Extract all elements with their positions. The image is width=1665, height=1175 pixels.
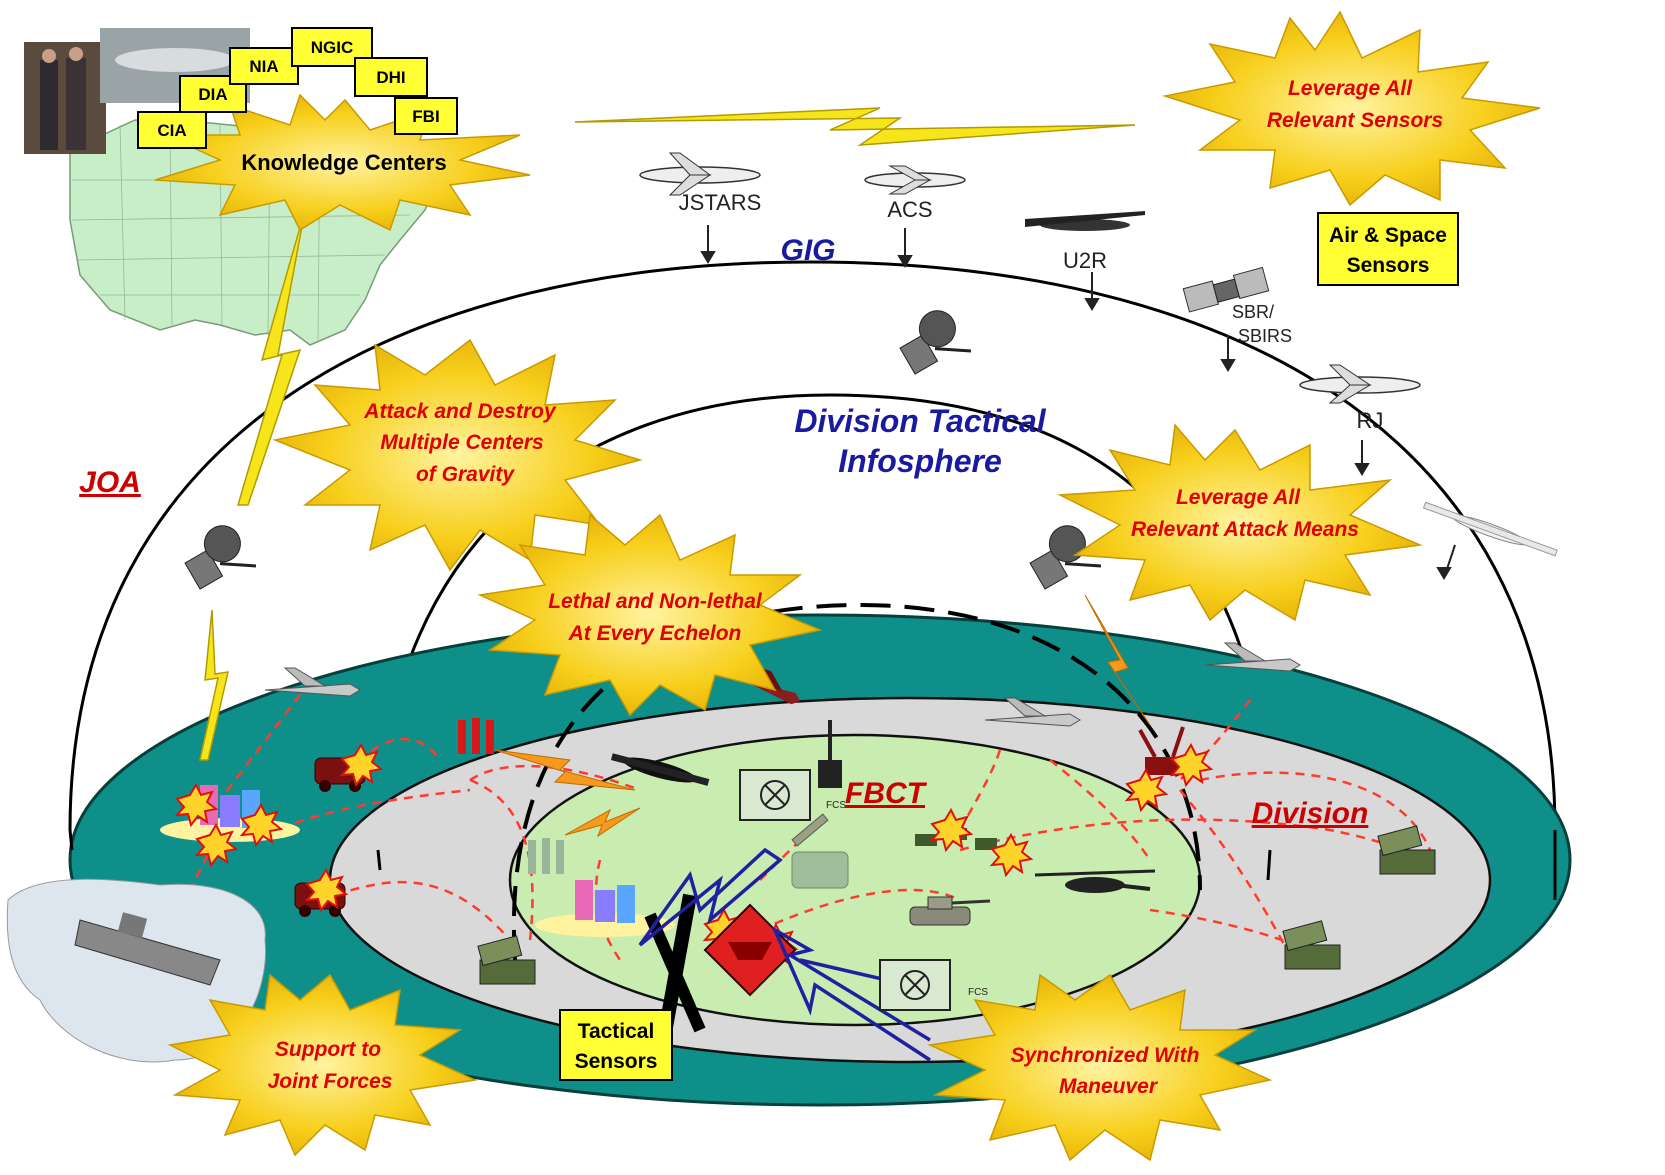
agency-box: CIA — [137, 111, 207, 149]
satellite-icon — [184, 525, 257, 590]
jstars-aircraft-icon — [639, 152, 761, 196]
enemy-troops-icon — [458, 718, 494, 754]
tactical-line1: Tactical — [578, 1020, 655, 1043]
u2r-aircraft-icon — [1025, 211, 1145, 231]
rj-label: RJ — [1357, 408, 1384, 433]
starburst-knowledge-centers: Knowledge Centers — [154, 93, 531, 232]
fcs-label: FCS — [826, 800, 846, 811]
tactical-line2: Sensors — [575, 1050, 658, 1073]
antenna-vehicle-icon — [818, 720, 842, 788]
attack-destroy-line3: of Gravity — [416, 463, 515, 486]
missile-launcher-icon — [477, 935, 536, 985]
support-line2: Joint Forces — [268, 1070, 393, 1093]
fighter-jet-icon — [264, 667, 361, 697]
uav-aircraft-icon — [1422, 501, 1558, 557]
gig-label: GIG — [780, 234, 835, 267]
leverage-sensors-line1: Leverage All — [1288, 77, 1413, 100]
starburst-synchronized: Synchronized With Maneuver — [927, 973, 1273, 1162]
acs-aircraft-icon — [864, 165, 966, 195]
tank-icon — [909, 896, 991, 926]
jstars-label: JSTARS — [679, 190, 762, 215]
leverage-sensors-line2: Relevant Sensors — [1267, 109, 1443, 132]
agency-boxes: CIA DIA NIA NGIC DHI FBI — [137, 27, 458, 149]
lightning-left-upper — [236, 209, 306, 506]
dashed-dome — [511, 602, 1202, 961]
starburst-attack-destroy: Attack and Destroy Multiple Centers of G… — [272, 338, 643, 572]
gig-dome — [68, 260, 1557, 831]
sbr-label-line1: SBR/ — [1232, 302, 1274, 322]
tactical-sensors-box: Tactical Sensors — [559, 1009, 673, 1081]
air-space-line1: Air & Space — [1329, 224, 1447, 247]
satellite-icon — [1029, 525, 1102, 590]
starburst-leverage-sensors: Leverage All Relevant Sensors — [1162, 10, 1541, 207]
synchronized-line2: Maneuver — [1059, 1075, 1159, 1098]
infosphere-label-line1: Division Tactical — [794, 403, 1046, 439]
sbr-label-line2: SBIRS — [1238, 326, 1292, 346]
synchronized-line1: Synchronized With — [1011, 1044, 1200, 1067]
acs-label: ACS — [887, 197, 932, 222]
sensor-arrows — [700, 225, 1456, 580]
satellite-icon — [899, 310, 972, 375]
air-space-sensors-box: Air & Space Sensors — [1317, 212, 1459, 286]
humvee-icon — [791, 851, 849, 889]
support-line1: Support to — [275, 1038, 381, 1061]
rj-aircraft-icon — [1299, 364, 1421, 404]
missile-icon — [791, 813, 829, 847]
fighter-jet-icon — [1204, 642, 1301, 672]
air-space-line2: Sensors — [1347, 254, 1430, 277]
city-target-icon — [535, 880, 675, 937]
lightning-orange-3 — [1084, 594, 1151, 726]
knowledge-centers-label: Knowledge Centers — [241, 150, 446, 175]
starburst-leverage-attack: Leverage All Relevant Attack Means — [1057, 423, 1423, 622]
missile-launcher-icon — [1377, 825, 1436, 875]
lethal-line1: Lethal and Non-lethal — [548, 590, 763, 613]
lightning-orange-1 — [494, 749, 636, 791]
fighter-jet-icon — [984, 697, 1081, 727]
svg-text:FBI: FBI — [412, 107, 439, 126]
fcs-sensor-icon — [739, 769, 811, 821]
ship-icon — [6, 878, 267, 1063]
lightning-orange-2 — [564, 807, 641, 838]
friendly-troops-icon — [528, 838, 564, 874]
svg-text:NIA: NIA — [249, 57, 278, 76]
missile-launcher-icon — [1282, 920, 1341, 970]
transport-aircraft-icon — [610, 753, 710, 786]
svg-text:DHI: DHI — [376, 68, 405, 87]
svg-text:NGIC: NGIC — [311, 38, 354, 57]
lethal-line2: At Every Echelon — [568, 622, 742, 645]
photo-officials — [24, 42, 106, 154]
leverage-attack-line2: Relevant Attack Means — [1131, 518, 1359, 541]
agency-box: FBI — [394, 97, 458, 135]
svg-text:CIA: CIA — [157, 121, 186, 140]
starburst-lethal: Lethal and Non-lethal At Every Echelon — [477, 513, 823, 717]
svg-text:DIA: DIA — [198, 85, 227, 104]
explosions — [174, 742, 1214, 968]
helicopter-icon — [1034, 869, 1156, 893]
agency-box: DHI — [354, 57, 428, 97]
attack-destroy-line1: Attack and Destroy — [363, 400, 557, 423]
fcs-label: FCS — [968, 987, 988, 998]
joa-label: JOA — [79, 466, 141, 499]
infosphere-label-line2: Infosphere — [838, 443, 1002, 479]
sbr-satellite-icon — [1182, 266, 1270, 313]
attack-destroy-line2: Multiple Centers — [380, 431, 543, 454]
starburst-support: Support to Joint Forces — [167, 973, 478, 1157]
leverage-attack-line1: Leverage All — [1176, 486, 1301, 509]
fcs-sensor-icon — [879, 959, 951, 1011]
division-label: Division — [1252, 797, 1369, 830]
lightning-top — [574, 107, 1136, 146]
agency-box: NIA — [229, 47, 299, 85]
u2r-label: U2R — [1063, 248, 1107, 273]
fbct-label: FBCT — [845, 777, 928, 810]
lightning-left-lower — [199, 609, 229, 761]
